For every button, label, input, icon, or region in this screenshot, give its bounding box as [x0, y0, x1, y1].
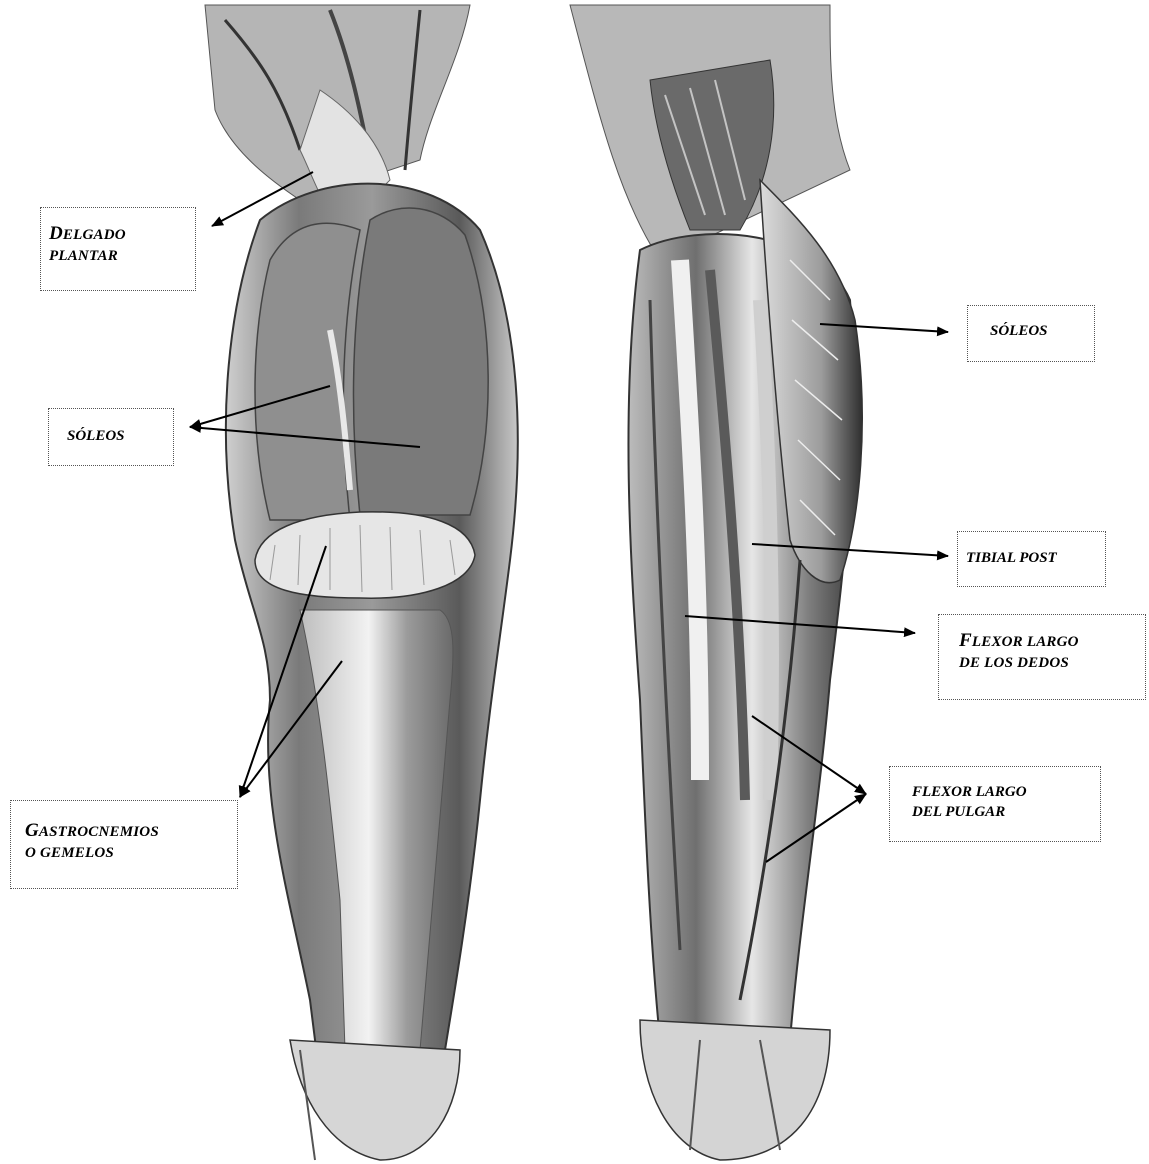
label-gastrocnemios: GASTROCNEMIOS O GEMELOS — [10, 800, 238, 889]
label-soleos-left: SÓLEOS — [48, 408, 174, 466]
label-flexor-largo-pulgar: FLEXOR LARGO DEL PULGAR — [889, 766, 1101, 842]
label-soleos-right: SÓLEOS — [967, 305, 1095, 362]
left-aponeurosis — [255, 512, 475, 598]
right-leg — [570, 5, 862, 1160]
left-gastrocnemius-lateral — [353, 208, 488, 515]
right-ankle — [640, 1020, 830, 1160]
label-delgado-plantar: DELGADO PLANTAR — [40, 207, 196, 291]
left-heel — [290, 1040, 460, 1160]
left-leg — [205, 5, 518, 1160]
left-gastrocnemius-medial — [255, 223, 360, 520]
label-tibial-post: TIBIAL POST — [957, 531, 1106, 587]
label-flexor-largo-dedos: FLEXOR LARGO DE LOS DEDOS — [938, 614, 1146, 700]
